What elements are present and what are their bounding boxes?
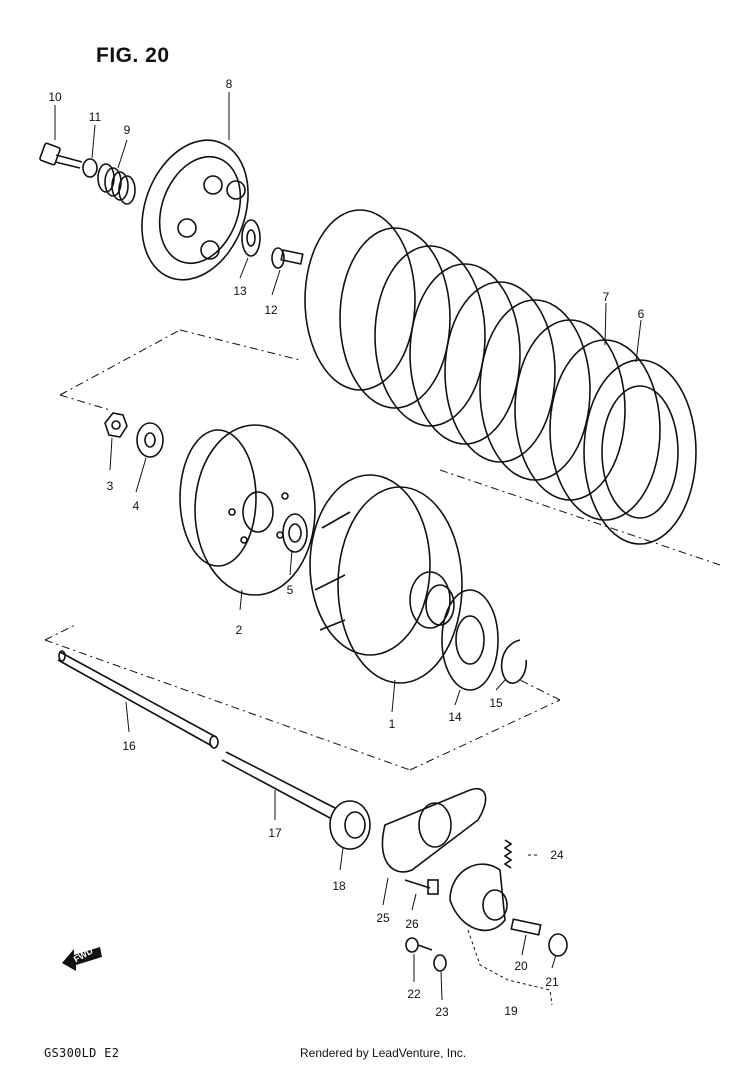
group-boundary-upper	[59, 329, 721, 566]
release-piece-13	[241, 219, 261, 257]
callout-7: 7	[602, 290, 610, 304]
callout-6: 6	[637, 307, 645, 321]
release-assembly-19	[449, 863, 508, 932]
gasket-25	[381, 787, 487, 873]
pressure-plate-8	[141, 139, 249, 281]
callout-21: 21	[545, 975, 559, 989]
spring-9	[97, 163, 136, 205]
callout-17: 17	[268, 826, 282, 840]
callout-10: 10	[48, 90, 62, 104]
circlip-15	[500, 639, 527, 684]
pin-20	[510, 918, 542, 936]
nut-21	[548, 933, 568, 957]
thrust-washer-5	[282, 513, 308, 553]
group-boundary-lower	[44, 624, 561, 771]
washer-11	[82, 158, 98, 178]
lock-washer-4	[136, 422, 164, 458]
callout-20: 20	[514, 959, 528, 973]
pushrod-17	[221, 751, 336, 819]
forward-arrow-icon	[62, 947, 102, 971]
callout-8: 8	[225, 77, 233, 91]
pushrod-16	[57, 650, 219, 749]
callout-1: 1	[388, 717, 396, 731]
leader-lines	[54, 92, 642, 1006]
callout-12: 12	[264, 303, 278, 317]
screw-22	[405, 937, 433, 953]
callout-19: 19	[504, 1004, 518, 1018]
screw-26	[404, 879, 439, 895]
primary-driven-gear-1	[309, 474, 463, 684]
clutch-plate-stack	[304, 209, 697, 545]
model-code: GS300LD E2	[44, 1046, 120, 1060]
sleeve-hub-2	[179, 424, 316, 596]
callout-11: 11	[88, 110, 102, 124]
callout-15: 15	[489, 696, 503, 710]
callout-25: 25	[376, 911, 390, 925]
callout-2: 2	[235, 623, 243, 637]
figure-title: FIG. 20	[96, 44, 170, 67]
spring-24	[503, 839, 513, 869]
callout-22: 22	[407, 987, 421, 1001]
callout-9: 9	[123, 123, 131, 137]
callout-5: 5	[286, 583, 294, 597]
callout-18: 18	[332, 879, 346, 893]
nut-3	[104, 412, 128, 438]
gear-14	[441, 589, 499, 691]
callout-26: 26	[405, 917, 419, 931]
credit-line: Rendered by LeadVenture, Inc.	[300, 1046, 467, 1060]
callout-14: 14	[448, 710, 462, 724]
release-rod-12	[271, 247, 304, 269]
callout-3: 3	[106, 479, 114, 493]
callout-23: 23	[435, 1005, 449, 1019]
washer-23	[433, 954, 447, 972]
callout-4: 4	[132, 499, 140, 513]
bolt-10	[39, 142, 83, 169]
callout-24: 24	[550, 848, 564, 862]
callout-13: 13	[233, 284, 247, 298]
release-cap-18	[329, 800, 371, 850]
callout-16: 16	[122, 739, 136, 753]
